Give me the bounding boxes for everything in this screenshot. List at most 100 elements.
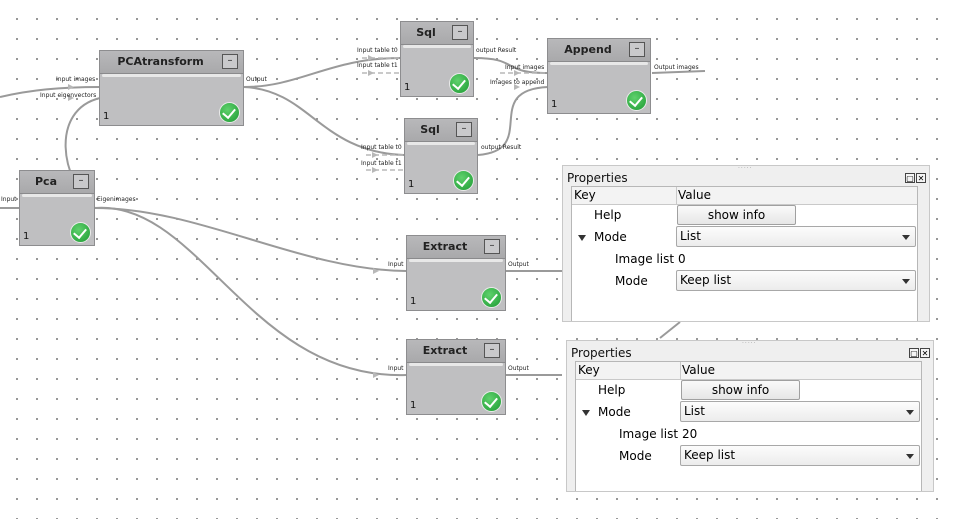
- port-label[interactable]: Input images: [56, 76, 96, 83]
- chevron-down-icon: [902, 235, 910, 240]
- chevron-down-icon: [906, 454, 914, 459]
- wire-sql2-to-append: [477, 86, 549, 156]
- show-info-button[interactable]: show info: [677, 205, 796, 225]
- mode-select[interactable]: List: [676, 226, 916, 247]
- checkmark-icon: [481, 391, 502, 412]
- node-title: Extract: [422, 344, 468, 357]
- wire-eigen-to-extract1: [94, 207, 407, 272]
- checkmark-icon: [219, 102, 240, 123]
- table-row: Help show info: [572, 204, 917, 226]
- wire-panel-edge: [659, 321, 681, 339]
- port-label[interactable]: Input: [1, 196, 17, 203]
- wire-append-out: [651, 70, 706, 74]
- table-row: Image list 20: [576, 423, 921, 445]
- show-info-button[interactable]: show info: [681, 380, 800, 400]
- port-label[interactable]: Images to append: [490, 79, 545, 86]
- image-list-key: Image list: [619, 427, 679, 441]
- node-count: 1: [404, 82, 411, 93]
- port-label[interactable]: Output: [508, 261, 529, 268]
- minimize-button[interactable]: –: [629, 42, 645, 57]
- mode-key: Mode: [594, 230, 627, 244]
- port-label[interactable]: Output: [246, 76, 267, 83]
- port-label[interactable]: Input table t1: [357, 62, 398, 69]
- minimize-button[interactable]: –: [484, 239, 500, 254]
- port-label[interactable]: Input table t0: [361, 144, 402, 151]
- image-list-value[interactable]: 20: [682, 427, 698, 441]
- wire-to-pcatransform-images: [0, 86, 101, 98]
- column-value: Value: [682, 363, 715, 377]
- node-sql-1[interactable]: Sql – 1: [400, 21, 474, 97]
- minimize-button[interactable]: –: [456, 122, 472, 137]
- node-count: 1: [23, 231, 30, 242]
- mode-select[interactable]: List: [680, 401, 920, 422]
- node-count: 1: [551, 99, 558, 110]
- node-extract-2[interactable]: Extract – 1: [406, 339, 506, 415]
- port-label[interactable]: output Result: [476, 47, 517, 54]
- table-row: Mode Keep list: [576, 445, 921, 467]
- float-icon[interactable]: ▢: [905, 173, 915, 183]
- panel-title: Properties: [571, 346, 632, 360]
- table-header: Key Value: [572, 187, 917, 205]
- port-label[interactable]: Eigenimages: [97, 196, 136, 203]
- column-key: Key: [578, 363, 600, 377]
- port-label[interactable]: Input eigenvectors: [40, 92, 97, 99]
- node-extract-1[interactable]: Extract – 1: [406, 235, 506, 311]
- node-title: Sql: [420, 123, 440, 136]
- close-icon[interactable]: ✕: [916, 173, 926, 183]
- image-list-key: Image list: [615, 252, 675, 266]
- mode-select[interactable]: Keep list: [680, 445, 920, 466]
- help-key: Help: [598, 383, 626, 397]
- minimize-button[interactable]: –: [452, 25, 468, 40]
- checkmark-icon: [481, 287, 502, 308]
- properties-panel-1[interactable]: ..... Properties ▢ ✕ Key Value Help show…: [562, 163, 930, 322]
- table-row: Mode Keep list: [572, 270, 917, 292]
- wire-pcat-to-sql2: [243, 86, 405, 156]
- node-count: 1: [410, 400, 417, 411]
- wire-pcat-to-sql1: [243, 57, 401, 88]
- mode-key: Mode: [598, 405, 631, 419]
- table-row: Help show info: [576, 379, 921, 401]
- node-title: Extract: [422, 240, 468, 253]
- port-label[interactable]: Input table t1: [361, 160, 402, 167]
- column-key: Key: [574, 188, 596, 202]
- float-icon[interactable]: ▢: [909, 348, 919, 358]
- mode-key: Mode: [615, 274, 648, 288]
- node-count: 1: [408, 179, 415, 190]
- port-label[interactable]: Input images: [505, 64, 545, 71]
- node-pca[interactable]: Pca – 1: [19, 170, 95, 246]
- mode-select[interactable]: Keep list: [676, 270, 916, 291]
- checkmark-icon: [453, 170, 474, 191]
- port-label[interactable]: Input: [388, 261, 404, 268]
- checkmark-icon: [70, 222, 91, 243]
- port-label[interactable]: Output: [508, 365, 529, 372]
- column-value: Value: [678, 188, 711, 202]
- node-title: Append: [564, 43, 612, 56]
- checkmark-icon: [626, 90, 647, 111]
- node-title: PCAtransform: [117, 55, 204, 68]
- triangle-down-icon[interactable]: [578, 235, 586, 241]
- minimize-button[interactable]: –: [484, 343, 500, 358]
- node-pcatransform[interactable]: PCAtransform – 1: [99, 50, 244, 126]
- node-append[interactable]: Append – 1: [547, 38, 651, 114]
- node-sql-2[interactable]: Sql – 1: [404, 118, 478, 194]
- table-row: Image list 0: [572, 248, 917, 270]
- port-label[interactable]: Input table t0: [357, 47, 398, 54]
- port-label[interactable]: output Result: [481, 144, 522, 151]
- help-key: Help: [594, 208, 622, 222]
- triangle-down-icon[interactable]: [582, 410, 590, 416]
- properties-table: Key Value Help show info Mode List Image…: [575, 361, 922, 491]
- close-icon[interactable]: ✕: [920, 348, 930, 358]
- node-count: 1: [410, 296, 417, 307]
- minimize-button[interactable]: –: [222, 54, 238, 69]
- node-count: 1: [103, 111, 110, 122]
- minimize-button[interactable]: –: [73, 174, 89, 189]
- panel-title: Properties: [567, 171, 628, 185]
- node-title: Sql: [416, 26, 436, 39]
- image-list-value[interactable]: 0: [678, 252, 686, 266]
- chevron-down-icon: [902, 279, 910, 284]
- properties-panel-2[interactable]: ..... Properties ▢ ✕ Key Value Help show…: [566, 338, 934, 492]
- port-label[interactable]: Input: [388, 365, 404, 372]
- node-title: Pca: [34, 175, 57, 188]
- port-label[interactable]: Output images: [654, 64, 699, 71]
